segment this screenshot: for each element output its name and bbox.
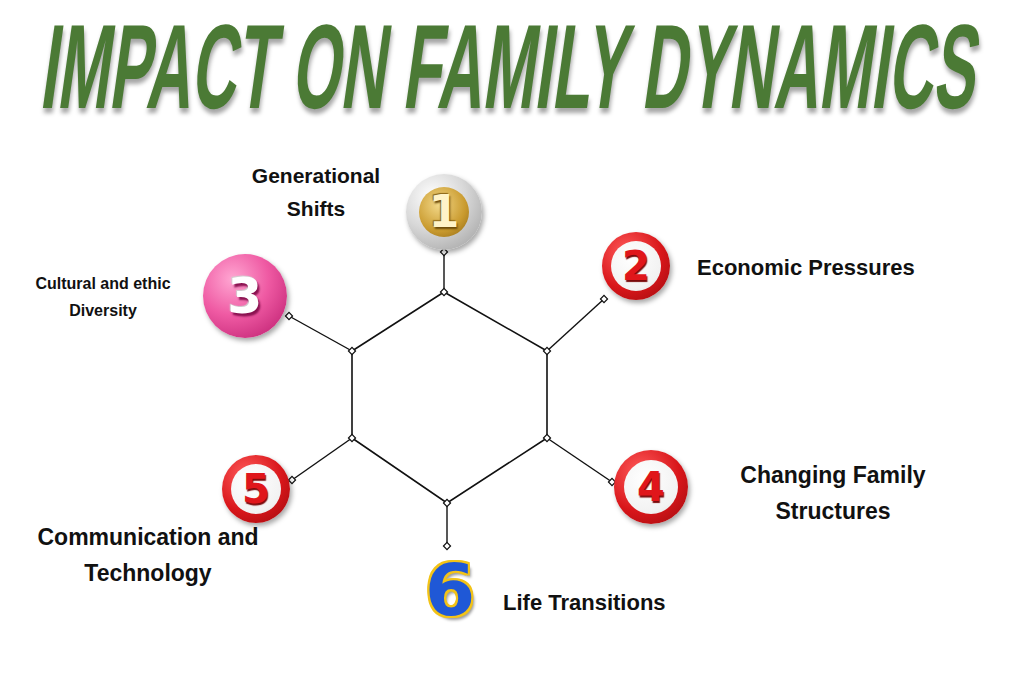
spokes xyxy=(289,252,612,546)
number-circle: 2Economic Pressures xyxy=(602,232,670,300)
spoke-line xyxy=(446,503,447,546)
number-circle: 4Changing Family Structures xyxy=(614,450,688,524)
spoke-line xyxy=(547,299,604,351)
callout-number: 6 xyxy=(425,554,475,626)
joint-marker xyxy=(440,288,447,295)
joint-marker xyxy=(443,542,450,549)
callout-number: 5 xyxy=(242,469,270,509)
item-label: Communication and Technology xyxy=(12,519,284,591)
joint-marker xyxy=(443,499,450,506)
number-circle: 3Cultural and ethic Diversity xyxy=(203,254,287,338)
callout-number: 3 xyxy=(228,271,263,321)
spoke-line xyxy=(443,252,444,292)
spoke-line xyxy=(547,438,612,482)
spoke-line xyxy=(292,438,352,480)
joint-marker xyxy=(543,434,550,441)
joint-marker xyxy=(348,347,355,354)
joint-marker xyxy=(543,347,550,354)
item-label: Economic Pressures xyxy=(697,253,987,283)
item-label: Life Transitions xyxy=(503,588,743,618)
item-label: Cultural and ethic Diversity xyxy=(12,270,194,324)
number-badge: 6Life Transitions xyxy=(410,550,490,630)
callout-number: 2 xyxy=(622,246,650,286)
callout-number: 4 xyxy=(637,467,665,507)
callout-number: 1 xyxy=(429,190,460,234)
joint-markers xyxy=(285,248,615,549)
spoke-line xyxy=(289,316,352,351)
diagram-title: IMPACT ON FAMILY DYNAMICS xyxy=(36,6,988,126)
joint-marker xyxy=(600,295,607,302)
item-label: Generational Shifts xyxy=(228,159,404,225)
number-circle: 5Communication and Technology xyxy=(222,455,290,523)
item-label: Changing Family Structures xyxy=(722,457,944,529)
joint-marker xyxy=(348,434,355,441)
joint-marker xyxy=(285,312,292,319)
center-hexagon xyxy=(352,292,547,503)
number-circle: 1Generational Shifts xyxy=(406,174,482,250)
